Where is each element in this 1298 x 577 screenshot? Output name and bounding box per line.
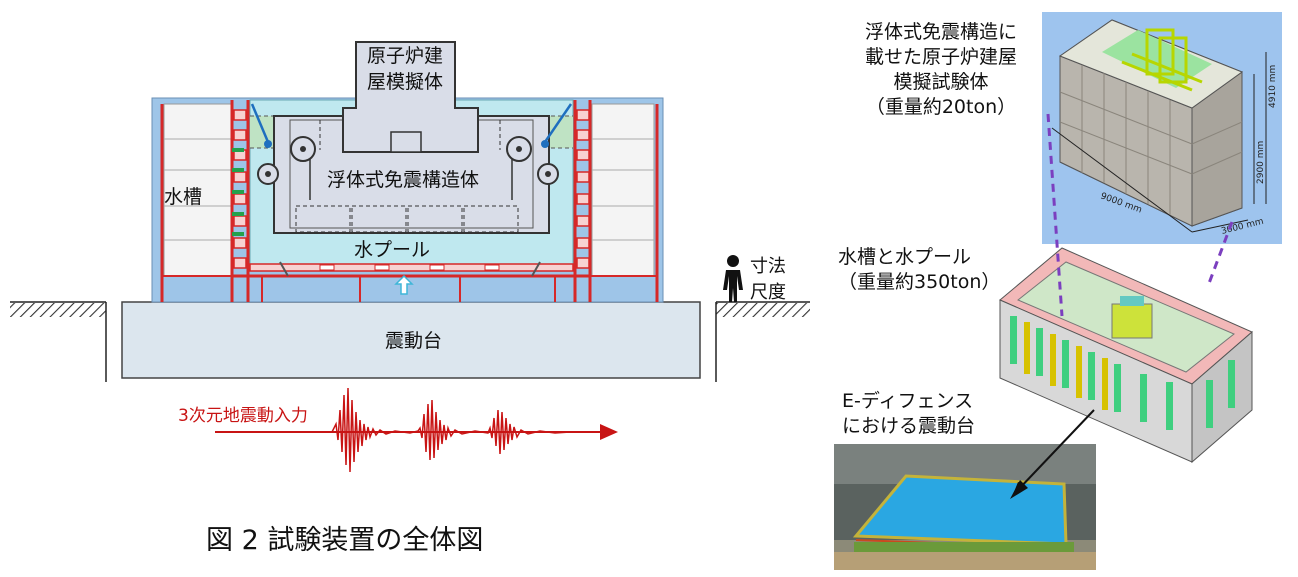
specimen-illustration: 9000 mm 3000 mm 2900 mm 4910 mm — [1051, 19, 1278, 237]
person-icon — [723, 255, 743, 302]
tank-caption-line2: （重量約350ton） — [838, 271, 1001, 293]
ground-hatch-right — [716, 303, 810, 317]
ground-hatch-left — [10, 303, 106, 317]
edefense-photo — [834, 444, 1096, 570]
specimen-caption-line4: （重量約20ton） — [865, 96, 1017, 118]
reactor-mockup — [342, 41, 479, 153]
figure-caption: 図 2 試験装置の全体図 — [206, 525, 484, 556]
scale-label-line1: 寸法 — [750, 256, 786, 277]
tank-label: 水槽 — [164, 186, 203, 208]
tank-caption: 水槽と水プール （重量約350ton） — [838, 245, 1001, 295]
tank-image-panel — [996, 242, 1258, 464]
reactor-label-line2: 屋模擬体 — [367, 71, 444, 93]
specimen-caption: 浮体式免震構造に 載せた原子炉建屋 模擬試験体 （重量約20ton） — [848, 20, 1034, 120]
scale-label-line2: 尺度 — [750, 282, 786, 303]
specimen-caption-line2: 載せた原子炉建屋 — [864, 46, 1017, 68]
tank-caption-line1: 水槽と水プール — [838, 246, 972, 268]
tank-illustration — [999, 247, 1253, 464]
specimen-caption-line1: 浮体式免震構造に — [864, 21, 1017, 43]
seismic-arrow-head — [600, 424, 618, 440]
upward-arrow — [394, 274, 414, 295]
dim-height-lower: 2900 mm — [1256, 141, 1266, 184]
edefense-caption-line1: E-ディフェンス — [842, 390, 974, 412]
dim-width: 3000 mm — [1220, 217, 1264, 237]
seismic-input-label: 3次元地震動入力 — [178, 406, 308, 426]
seismic-waveform — [331, 387, 571, 473]
specimen-caption-line3: 模擬試験体 — [893, 71, 989, 93]
schematic-diagram — [10, 41, 810, 473]
red-frame — [160, 100, 659, 302]
specimen-image-panel: 9000 mm 3000 mm 2900 mm 4910 mm — [1042, 12, 1282, 244]
edefense-photo-panel — [834, 444, 1096, 570]
dim-height-total: 4910 mm — [1268, 65, 1278, 108]
shake-table-label: 震動台 — [385, 330, 443, 352]
edefense-caption-line2: における震動台 — [842, 415, 976, 437]
reactor-label-line1: 原子炉建 — [367, 45, 444, 67]
edefense-caption: E-ディフェンス における震動台 — [842, 389, 992, 439]
pool-label: 水プール — [354, 239, 431, 261]
floating-structure-label: 浮体式免震構造体 — [327, 169, 480, 191]
